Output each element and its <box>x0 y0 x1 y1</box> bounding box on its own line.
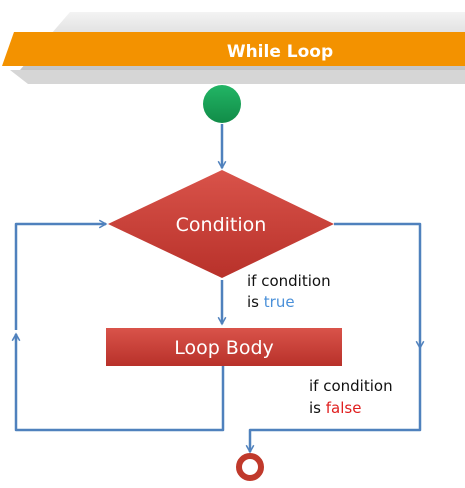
false-keyword: false <box>326 399 362 417</box>
false-branch-to-end <box>250 348 422 452</box>
banner-orange <box>2 32 465 66</box>
true-keyword: true <box>264 293 295 311</box>
title-banner: While Loop <box>2 12 465 84</box>
end-node-ring <box>236 453 264 481</box>
banner-shadow-strip <box>10 70 465 84</box>
true-branch-line1: if condition <box>247 272 331 290</box>
false-branch-prefix: is <box>309 399 326 417</box>
connectors <box>16 124 420 452</box>
false-branch-label: if condition is false <box>309 377 393 417</box>
loop-back-path <box>14 337 225 432</box>
false-branch-line1: if condition <box>309 377 393 395</box>
condition-label: Condition <box>176 214 267 236</box>
loop-body-label: Loop Body <box>174 337 274 359</box>
false-branch-path <box>334 222 420 348</box>
true-branch-prefix: is <box>247 293 264 311</box>
page-title: While Loop <box>227 42 333 62</box>
false-branch-line2: is false <box>309 399 361 417</box>
loop-body-node: Loop Body <box>106 328 342 366</box>
loop-back-to-condition <box>14 224 106 330</box>
start-node <box>203 85 241 123</box>
condition-diamond <box>108 170 334 278</box>
true-branch-label: if condition is true <box>247 272 331 311</box>
end-node <box>236 453 264 481</box>
loop-body-box <box>106 328 342 366</box>
true-branch-line2: is true <box>247 293 295 311</box>
condition-node: Condition <box>108 170 334 278</box>
